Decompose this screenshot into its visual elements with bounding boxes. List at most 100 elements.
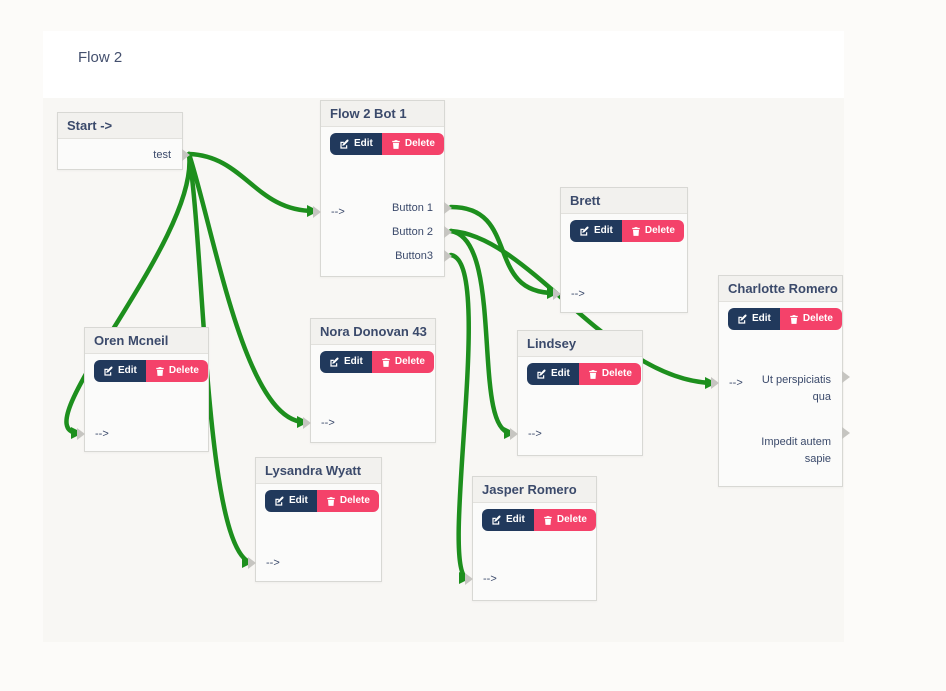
node-jasper-romero[interactable]: Jasper Romero Edit Delete --> <box>465 476 597 601</box>
delete-button[interactable]: Delete <box>316 490 379 512</box>
edit-button-label: Edit <box>118 365 137 376</box>
delete-button[interactable]: Delete <box>578 363 641 385</box>
node-title: Flow 2 Bot 1 <box>321 101 444 127</box>
pencil-edit-icon <box>339 139 350 150</box>
edit-button-label: Edit <box>289 495 308 506</box>
page-title: Flow 2 <box>78 49 123 66</box>
node-title: Nora Donovan 43 <box>311 319 435 345</box>
trash-icon <box>588 369 598 380</box>
edge-start-to-oren-mcneil[interactable] <box>64 151 192 436</box>
delete-button[interactable]: Delete <box>145 360 208 382</box>
delete-button[interactable]: Delete <box>533 509 596 531</box>
input-port-label: --> <box>331 206 345 218</box>
pencil-edit-icon <box>491 515 502 526</box>
output-port-label: test <box>153 149 171 161</box>
edit-button-label: Edit <box>551 368 570 379</box>
node-charlotte-romero[interactable]: Charlotte Romero Edit Delete --> Ut pers… <box>711 275 850 487</box>
edge-button3-to-jasper-romero[interactable] <box>448 252 471 581</box>
trash-icon <box>631 226 641 237</box>
input-port-label: --> <box>483 573 497 585</box>
edit-button[interactable]: Edit <box>482 509 534 531</box>
edit-button[interactable]: Edit <box>320 351 372 373</box>
edge-button2-to-lindsey[interactable] <box>448 228 514 436</box>
input-port[interactable] <box>711 377 719 389</box>
delete-button-label: Delete <box>339 495 370 506</box>
node-lindsey[interactable]: Lindsey Edit Delete --> <box>510 330 643 456</box>
input-port[interactable] <box>77 428 85 440</box>
node-start[interactable]: Start -> test <box>57 112 190 170</box>
trash-icon <box>789 314 799 325</box>
node-title: Jasper Romero <box>473 477 596 503</box>
input-port-label: --> <box>571 288 585 300</box>
input-port-label: --> <box>528 428 542 440</box>
node-title: Brett <box>561 188 687 214</box>
node-title: Charlotte Romero <box>719 276 842 302</box>
delete-button-label: Delete <box>556 514 587 525</box>
node-title: Lindsey <box>518 331 642 357</box>
edit-button[interactable]: Edit <box>330 133 382 155</box>
delete-button[interactable]: Delete <box>779 308 842 330</box>
pencil-edit-icon <box>103 366 114 377</box>
trash-icon <box>543 515 553 526</box>
pencil-edit-icon <box>274 496 285 507</box>
edit-button-label: Edit <box>354 138 373 149</box>
node-oren-mcneil[interactable]: Oren Mcneil Edit Delete --> <box>77 327 209 452</box>
pencil-edit-icon <box>536 369 547 380</box>
edge-start-to-flow-2-bot-1[interactable] <box>186 151 317 214</box>
edit-button-label: Edit <box>752 313 771 324</box>
input-port-label: --> <box>95 428 109 440</box>
trash-icon <box>155 366 165 377</box>
node-title: Start -> <box>58 113 182 139</box>
output-port-label: Button 1 <box>392 202 433 214</box>
node-title: Lysandra Wyatt <box>256 458 381 484</box>
node-brett[interactable]: Brett Edit Delete --> <box>553 187 688 313</box>
input-port[interactable] <box>248 557 256 569</box>
edit-button-label: Edit <box>506 514 525 525</box>
output-port-label: Impedit autem sapie <box>761 436 831 465</box>
node-nora-donovan-43[interactable]: Nora Donovan 43 Edit Delete --> <box>303 318 436 443</box>
input-port[interactable] <box>553 288 561 300</box>
edit-button[interactable]: Edit <box>527 363 579 385</box>
output-port-label: Button 2 <box>392 226 433 238</box>
delete-button-label: Delete <box>394 356 425 367</box>
delete-button-label: Delete <box>404 138 435 149</box>
edit-button[interactable]: Edit <box>94 360 146 382</box>
pencil-edit-icon <box>329 357 340 368</box>
output-port[interactable] <box>842 427 850 439</box>
input-port[interactable] <box>313 206 321 218</box>
input-port[interactable] <box>510 428 518 440</box>
edge-start-to-nora-donovan[interactable] <box>186 151 307 425</box>
node-lysandra-wyatt[interactable]: Lysandra Wyatt Edit Delete --> <box>248 457 382 582</box>
node-title: Oren Mcneil <box>85 328 208 354</box>
trash-icon <box>391 139 401 150</box>
delete-button[interactable]: Delete <box>371 351 434 373</box>
edit-button[interactable]: Edit <box>728 308 780 330</box>
delete-button-label: Delete <box>644 225 675 236</box>
edit-button-label: Edit <box>594 225 613 236</box>
input-port[interactable] <box>465 573 473 585</box>
delete-button-label: Delete <box>601 368 632 379</box>
delete-button[interactable]: Delete <box>621 220 684 242</box>
input-port[interactable] <box>303 417 311 429</box>
edit-button[interactable]: Edit <box>265 490 317 512</box>
output-port[interactable] <box>444 226 452 238</box>
delete-button-label: Delete <box>168 365 199 376</box>
input-port-label: --> <box>266 557 280 569</box>
pencil-edit-icon <box>579 226 590 237</box>
output-port[interactable] <box>182 149 190 161</box>
output-port-label: Button3 <box>395 250 433 262</box>
flow-header-card: Flow 2 <box>43 31 844 99</box>
input-port-label: --> <box>729 377 743 389</box>
input-port-label: --> <box>321 417 335 429</box>
edit-button-label: Edit <box>344 356 363 367</box>
output-port-label: Ut perspiciatis qua <box>761 374 831 403</box>
output-port[interactable] <box>444 250 452 262</box>
delete-button[interactable]: Delete <box>381 133 444 155</box>
edit-button[interactable]: Edit <box>570 220 622 242</box>
output-port[interactable] <box>842 371 850 383</box>
delete-button-label: Delete <box>802 313 833 324</box>
output-port[interactable] <box>444 202 452 214</box>
trash-icon <box>326 496 336 507</box>
node-flow-2-bot-1[interactable]: Flow 2 Bot 1 Edit Delete --> Button 1 Bu… <box>313 100 452 277</box>
